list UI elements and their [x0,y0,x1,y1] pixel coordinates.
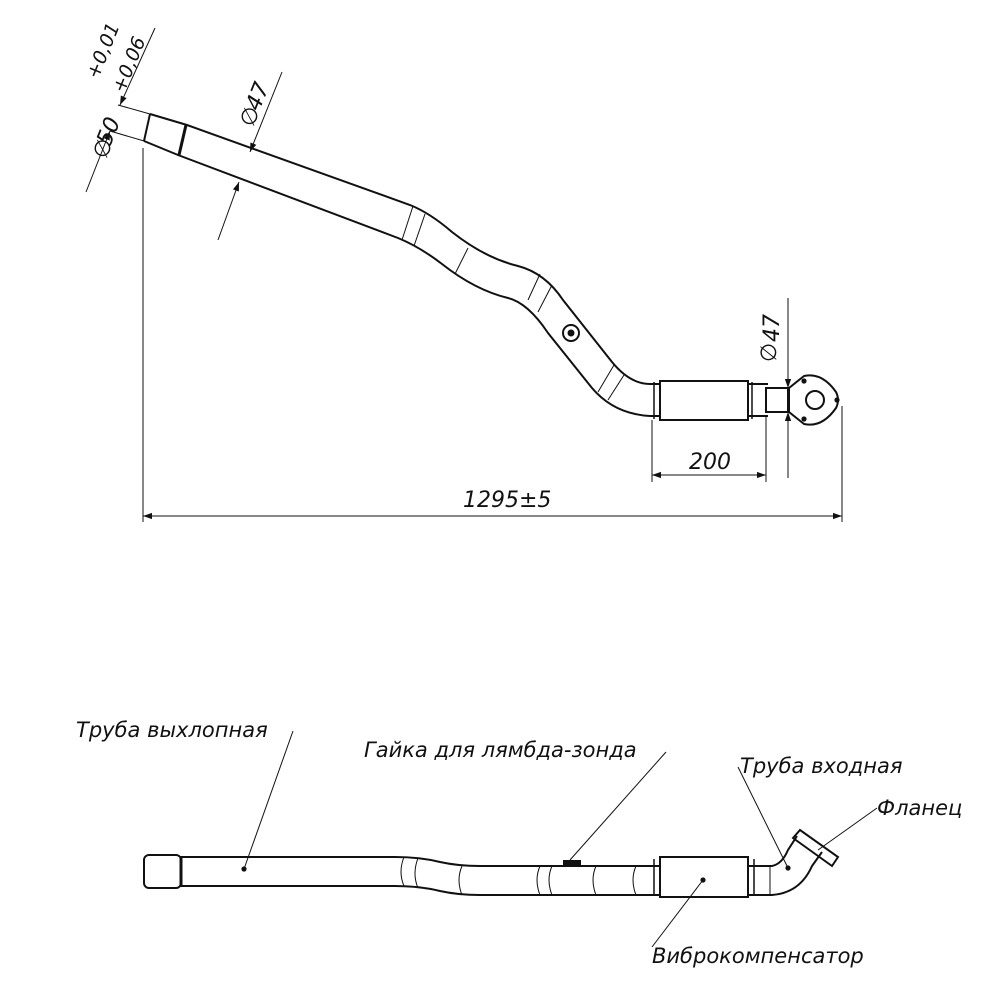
label-inlet-pipe: Труба входная [740,754,902,778]
label-flange: Фланец [877,796,962,820]
dim-outlet-diameter: ∅ 47 [757,298,792,478]
lambda-nut-inner [567,329,575,337]
top-view: ∅ 50 +0,01 +0,06 ∅ 47 ∅ 47 200 [82,20,843,522]
pipe-inlet-step [177,124,188,156]
side-bend-marks [400,856,637,896]
side-inlet-collar [143,854,182,889]
pipe-inlet-end [143,113,151,142]
side-flange [791,828,840,868]
side-lambda-nut [563,860,581,866]
flange-bolt-2 [801,416,807,422]
flange-body [788,374,839,426]
dim-compensator-value: 200 [689,450,731,475]
dim-outlet-value: 47 [760,314,785,342]
dim-inlet-diameter: ∅ 50 +0,01 +0,06 [82,20,156,193]
side-pipe-bottom [181,885,660,896]
dim-total-length: 1295±5 [142,148,843,522]
label-exhaust-pipe: Труба выхлопная [76,718,268,742]
leader-lines [241,730,878,948]
side-pipe-top [181,856,660,867]
side-compensator [659,856,749,898]
dim-total-value: 1295±5 [463,488,551,513]
label-lambda-nut: Гайка для лямбда-зонда [364,738,637,762]
dim-compensator-length: 200 [651,415,767,482]
flange-bolt-3 [834,397,840,403]
label-compensator: Виброкомпенсатор [652,944,864,968]
side-view: Труба выхлопная Гайка для лямбда-зонда Т… [76,718,962,968]
side-inlet-pipe [748,835,823,896]
flange-hole [805,390,825,410]
pipe-bottom-edge [143,140,651,417]
flange-bolt-1 [801,378,807,384]
bend-marks [401,205,625,401]
compensator-body [659,380,749,421]
lambda-nut-outer [562,324,580,342]
outlet-pipe [765,387,789,413]
dim-outlet-symbol: ∅ [757,343,782,362]
pipe-top-edge [149,113,651,385]
